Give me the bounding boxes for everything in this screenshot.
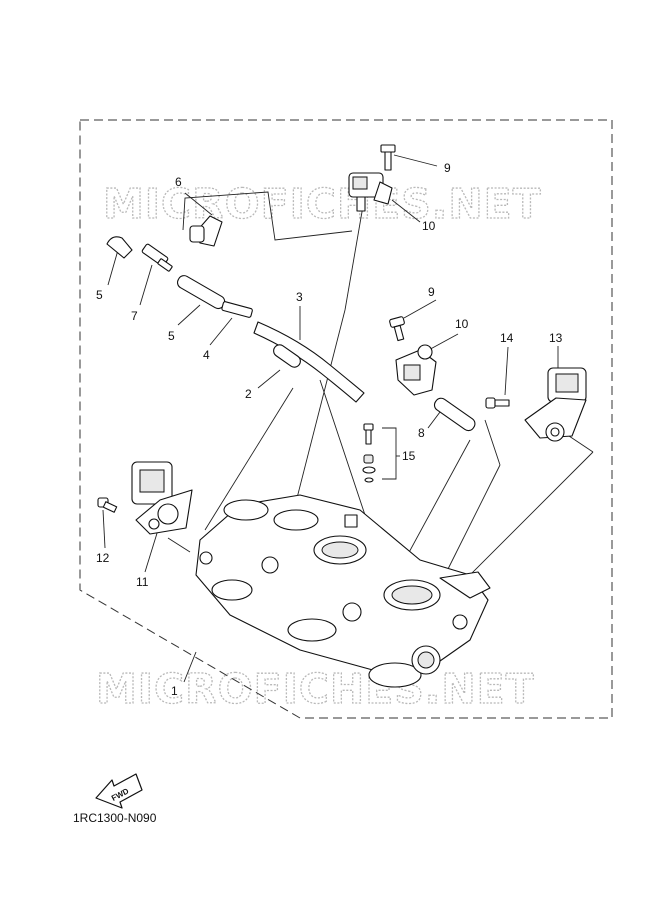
throttle-sensor-part-13 <box>524 367 587 442</box>
callout-3: 4 <box>203 348 210 362</box>
bolt-part-9-top <box>380 144 396 171</box>
hose-elbow-part-6 <box>189 215 223 247</box>
callout-15: 15 <box>402 449 416 463</box>
callout-9-mid: 9 <box>428 285 435 299</box>
sensor-part-11 <box>131 461 193 535</box>
watermark-top: MICROFICHES.NET <box>103 180 542 228</box>
pressure-sensor-part-10-mid <box>395 344 437 396</box>
hose-part-2 <box>273 344 301 368</box>
callout-1: 1 <box>171 684 178 698</box>
watermark-bottom: MICROFICHES.NET <box>96 665 535 713</box>
cap-part-5-left <box>106 236 133 259</box>
callout-8: 8 <box>418 426 425 440</box>
fwd-arrow-icon: FWD <box>95 773 143 809</box>
callout-5-left: 5 <box>96 288 103 302</box>
callout-2: 2 <box>245 387 252 401</box>
hose-part-5-center <box>176 275 226 310</box>
bolt-part-9-mid <box>389 316 405 342</box>
callout-labels: 9 10 6 5 7 5 4 3 2 9 10 8 14 13 15 12 11… <box>96 161 563 698</box>
callout-12: 12 <box>96 551 110 565</box>
screw-part-14 <box>485 397 510 409</box>
screw-set-part-15 <box>362 423 376 483</box>
callout-11: 11 <box>136 575 149 589</box>
callout-9-top: 9 <box>444 161 451 175</box>
callout-4: 3 <box>296 290 303 304</box>
callout-7: 7 <box>131 309 138 323</box>
throttle-body-assembly-part-1 <box>195 494 491 688</box>
joint-part-7 <box>141 243 173 272</box>
callout-10-top: 10 <box>422 219 436 233</box>
hose-part-4 <box>253 321 365 403</box>
joint-part-3 <box>221 301 253 318</box>
callout-14: 14 <box>500 331 514 345</box>
hose-part-8 <box>433 397 476 432</box>
callout-10-mid: 10 <box>455 317 469 331</box>
callout-5-center: 5 <box>168 329 175 343</box>
pressure-sensor-part-10-top <box>348 172 393 212</box>
callout-13: 13 <box>549 331 563 345</box>
callout-6: 6 <box>175 175 182 189</box>
screw-part-12 <box>97 497 118 513</box>
diagram-code: 1RC1300-N090 <box>73 811 157 825</box>
